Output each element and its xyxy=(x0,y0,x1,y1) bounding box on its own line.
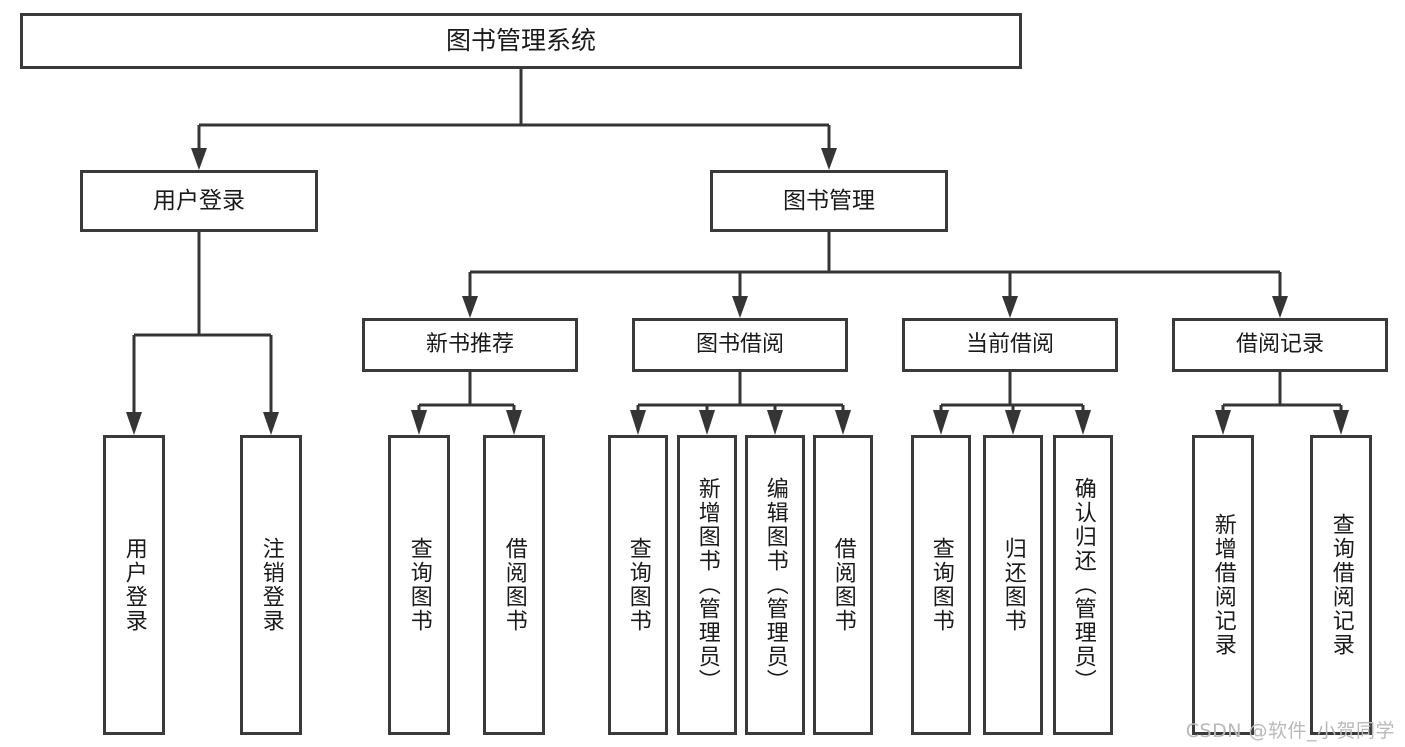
node-root-label: 图书管理系统 xyxy=(445,26,596,56)
arrowhead-leaf-query-book-recommend xyxy=(411,410,427,435)
node-leaf-query-book-recommend-label: 查询图书 xyxy=(406,537,432,633)
arrowhead-leaf-logout xyxy=(263,412,279,435)
node-leaf-confirm-return[interactable]: 确认归还（管理员） xyxy=(1053,435,1113,735)
arrowhead-leaf-return-book xyxy=(1005,410,1021,435)
arrowhead-user-login xyxy=(191,148,207,170)
node-leaf-query-book-recommend[interactable]: 查询图书 xyxy=(388,435,450,735)
arrowhead-leaf-query-book-borrow xyxy=(630,410,646,435)
arrowhead-leaf-user-login xyxy=(126,412,142,435)
node-leaf-borrow-book-label: 借阅图书 xyxy=(830,537,856,633)
arrowhead-book-borrow xyxy=(732,296,748,318)
arrowhead-book-manage xyxy=(821,148,837,170)
arrowhead-leaf-add-book xyxy=(699,410,715,435)
node-root[interactable]: 图书管理系统 xyxy=(20,13,1022,69)
node-leaf-user-login-label: 用户登录 xyxy=(121,537,147,633)
arrowhead-leaf-confirm-return xyxy=(1075,410,1091,435)
node-user-login-label: 用户登录 xyxy=(153,187,245,214)
node-leaf-query-book-borrow-label: 查询图书 xyxy=(625,537,651,633)
node-leaf-confirm-return-label: 确认归还（管理员） xyxy=(1070,477,1096,693)
arrowhead-leaf-borrow-book xyxy=(835,410,851,435)
node-borrow-record-label: 借阅记录 xyxy=(1235,332,1324,358)
node-leaf-edit-book[interactable]: 编辑图书（管理员） xyxy=(745,435,805,735)
node-leaf-borrow-book[interactable]: 借阅图书 xyxy=(813,435,873,735)
arrowhead-leaf-borrow-book-recommend xyxy=(506,410,522,435)
node-leaf-add-borrow-record-label: 新增借阅记录 xyxy=(1210,513,1236,657)
watermark: CSDN @软件_小贺同学 xyxy=(1185,720,1395,742)
node-leaf-logout-label: 注销登录 xyxy=(258,537,284,633)
node-leaf-return-book[interactable]: 归还图书 xyxy=(983,435,1043,735)
node-leaf-query-book-current[interactable]: 查询图书 xyxy=(911,435,971,735)
arrowhead-new-book-recommend xyxy=(462,296,478,318)
node-leaf-logout[interactable]: 注销登录 xyxy=(240,435,302,735)
node-leaf-borrow-book-recommend[interactable]: 借阅图书 xyxy=(483,435,545,735)
node-new-book-recommend[interactable]: 新书推荐 xyxy=(362,318,578,372)
node-leaf-add-book-label: 新增图书（管理员） xyxy=(694,477,720,693)
node-user-login[interactable]: 用户登录 xyxy=(80,170,318,232)
node-leaf-edit-book-label: 编辑图书（管理员） xyxy=(762,477,788,693)
node-leaf-user-login[interactable]: 用户登录 xyxy=(103,435,165,735)
node-borrow-record[interactable]: 借阅记录 xyxy=(1172,318,1388,372)
arrowhead-leaf-edit-book xyxy=(767,410,783,435)
node-leaf-query-borrow-record[interactable]: 查询借阅记录 xyxy=(1310,435,1372,735)
node-leaf-borrow-book-recommend-label: 借阅图书 xyxy=(501,537,527,633)
node-leaf-query-book-current-label: 查询图书 xyxy=(928,537,954,633)
arrowhead-borrow-record xyxy=(1272,296,1288,318)
node-leaf-query-book-borrow[interactable]: 查询图书 xyxy=(608,435,668,735)
arrowhead-leaf-query-borrow-record xyxy=(1333,410,1349,435)
arrowhead-leaf-add-borrow-record xyxy=(1215,410,1231,435)
arrowhead-leaf-query-book-current xyxy=(933,410,949,435)
node-book-manage[interactable]: 图书管理 xyxy=(710,170,948,232)
node-new-book-recommend-label: 新书推荐 xyxy=(425,332,514,358)
node-leaf-query-borrow-record-label: 查询借阅记录 xyxy=(1328,513,1354,657)
node-leaf-add-borrow-record[interactable]: 新增借阅记录 xyxy=(1192,435,1254,735)
arrowhead-current-borrow xyxy=(1002,296,1018,318)
node-current-borrow[interactable]: 当前借阅 xyxy=(902,318,1118,372)
node-leaf-return-book-label: 归还图书 xyxy=(1000,537,1026,633)
node-current-borrow-label: 当前借阅 xyxy=(965,332,1054,358)
node-book-borrow[interactable]: 图书借阅 xyxy=(632,318,848,372)
node-book-manage-label: 图书管理 xyxy=(783,187,875,214)
node-book-borrow-label: 图书借阅 xyxy=(695,332,784,358)
node-leaf-add-book[interactable]: 新增图书（管理员） xyxy=(677,435,737,735)
